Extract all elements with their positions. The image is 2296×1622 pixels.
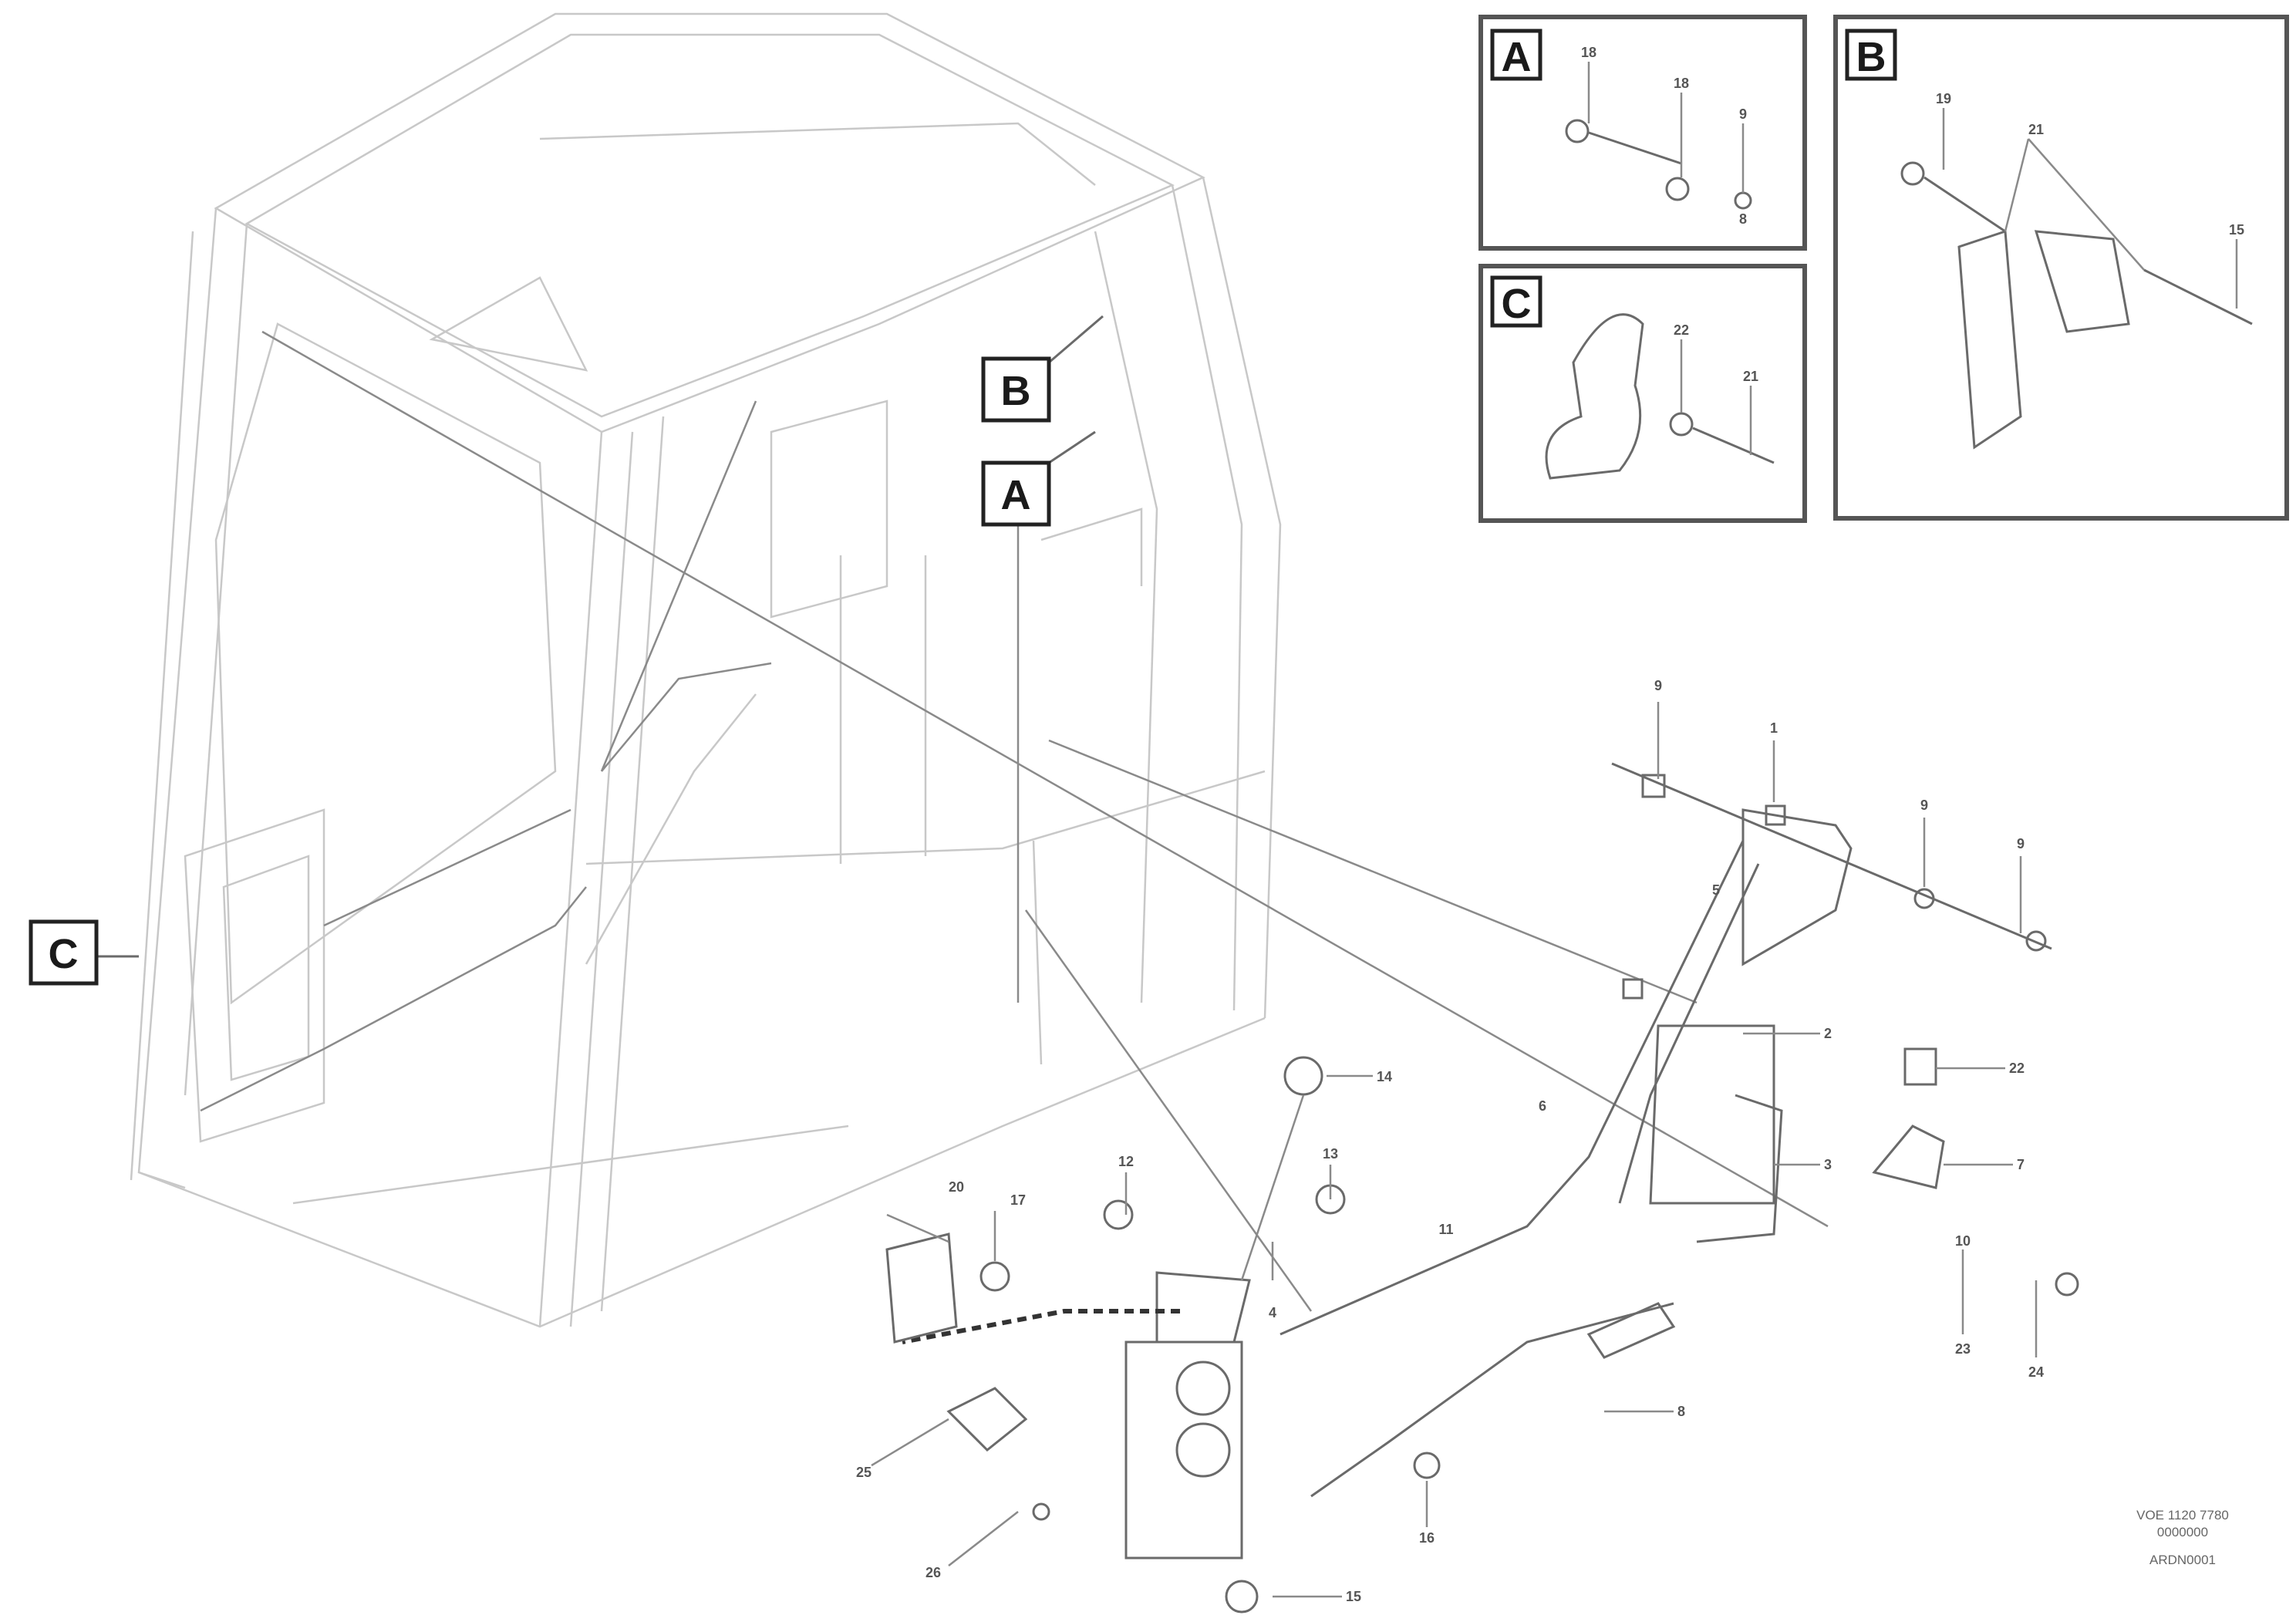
stamp-line: VOE 1120 7780	[2136, 1508, 2229, 1523]
inset-c-number: 22	[1674, 322, 1689, 338]
view-marker-a: A	[981, 430, 1096, 1003]
part-number: 9	[1920, 798, 1928, 813]
exploded-harness	[871, 702, 2079, 1614]
part-number: 10	[1955, 1233, 1971, 1249]
part-number: 5	[1712, 882, 1720, 898]
cab-outline	[130, 12, 1282, 1328]
part-number: 22	[2009, 1061, 2025, 1076]
part-number: 9	[1654, 678, 1662, 693]
part-number: 3	[1824, 1157, 1832, 1172]
part-number-callouts: 9 1 9 9 2 3 14 12 13 20 17 5 6 8 22 7 10…	[856, 678, 2044, 1604]
inset-frame-c: C 22 21	[1478, 264, 1807, 523]
inset-b-number: 19	[1936, 91, 1951, 106]
inset-c-number: 21	[1743, 369, 1758, 384]
stamp-line: 0000000	[2157, 1525, 2208, 1539]
part-number: 13	[1323, 1146, 1338, 1162]
inset-b-number: 21	[2028, 122, 2044, 137]
part-number: 2	[1824, 1026, 1832, 1041]
part-number: 15	[1346, 1589, 1361, 1604]
part-number: 23	[1955, 1341, 1971, 1357]
svg-text:C: C	[49, 931, 79, 977]
view-marker-c: C	[29, 919, 139, 986]
inset-a-number: 18	[1674, 76, 1689, 91]
svg-text:B: B	[1001, 368, 1031, 414]
inset-a-number: 18	[1581, 45, 1596, 60]
inset-a-number: 8	[1739, 211, 1747, 227]
inset-frame-b: B 19 21 15	[1833, 15, 2289, 521]
part-number: 6	[1539, 1098, 1546, 1114]
leader-lines	[261, 330, 1829, 1312]
inset-label-a: A	[1502, 34, 1532, 80]
inset-frame-a: A 18 18 9 8	[1478, 15, 1807, 251]
part-number: 24	[2028, 1364, 2044, 1380]
drawing-stamp: VOE 1120 7780 0000000 ARDN0001	[2136, 1508, 2229, 1567]
part-number: 17	[1010, 1192, 1026, 1208]
part-number: 7	[2017, 1157, 2025, 1172]
part-number: 4	[1269, 1305, 1276, 1320]
inset-label-c: C	[1502, 281, 1532, 327]
part-number: 1	[1770, 720, 1778, 736]
part-number: 20	[949, 1179, 964, 1195]
view-marker-b: B	[981, 315, 1104, 423]
stamp-line: ARDN0001	[2149, 1553, 2216, 1567]
part-number: 9	[2017, 836, 2025, 851]
inset-b-number: 15	[2229, 222, 2244, 238]
part-number: 14	[1377, 1069, 1392, 1084]
part-number: 25	[856, 1465, 872, 1480]
inset-a-number: 9	[1739, 106, 1747, 122]
inset-label-b: B	[1856, 34, 1886, 80]
part-number: 11	[1438, 1222, 1453, 1237]
part-number: 8	[1677, 1404, 1685, 1419]
part-number: 12	[1118, 1154, 1134, 1169]
svg-text:A: A	[1001, 472, 1031, 518]
part-number: 16	[1419, 1530, 1435, 1546]
part-number: 26	[925, 1565, 941, 1580]
